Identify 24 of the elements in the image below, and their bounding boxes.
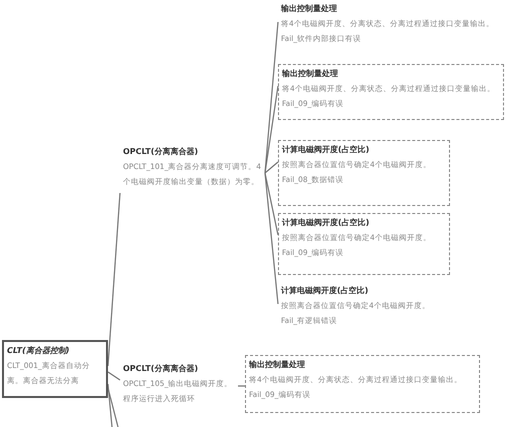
connector-line	[264, 86, 279, 174]
connector-line	[107, 384, 113, 427]
topic-heading: 计算电磁阀开度(占空比)	[281, 285, 370, 297]
connector-line	[264, 22, 279, 174]
topic-heading: OPCLT(分离离合器)	[123, 363, 200, 375]
topic-heading: OPCLT(分离离合器)	[123, 146, 200, 158]
connector-line	[108, 372, 120, 380]
connector-line	[264, 162, 278, 174]
topic-box	[278, 213, 450, 275]
root-topic-box	[2, 340, 108, 398]
connector-line	[107, 192, 121, 366]
topic-box	[245, 355, 480, 413]
connector-line	[238, 385, 245, 387]
topic-heading: CLT(离合器控制)	[7, 345, 70, 357]
connector-line	[107, 388, 119, 427]
topic-heading: 输出控制量处理	[281, 3, 338, 15]
connector-line	[264, 172, 279, 304]
topic-box	[278, 64, 504, 120]
topic-heading: 输出控制量处理	[249, 359, 306, 371]
topic-heading: 计算电磁阀开度(占空比)	[282, 144, 370, 156]
topic-box	[278, 140, 450, 206]
topic-heading: 输出控制量处理	[282, 68, 339, 80]
connector-line	[264, 172, 279, 236]
topic-heading: 计算电磁阀开度(占空比)	[282, 217, 370, 229]
